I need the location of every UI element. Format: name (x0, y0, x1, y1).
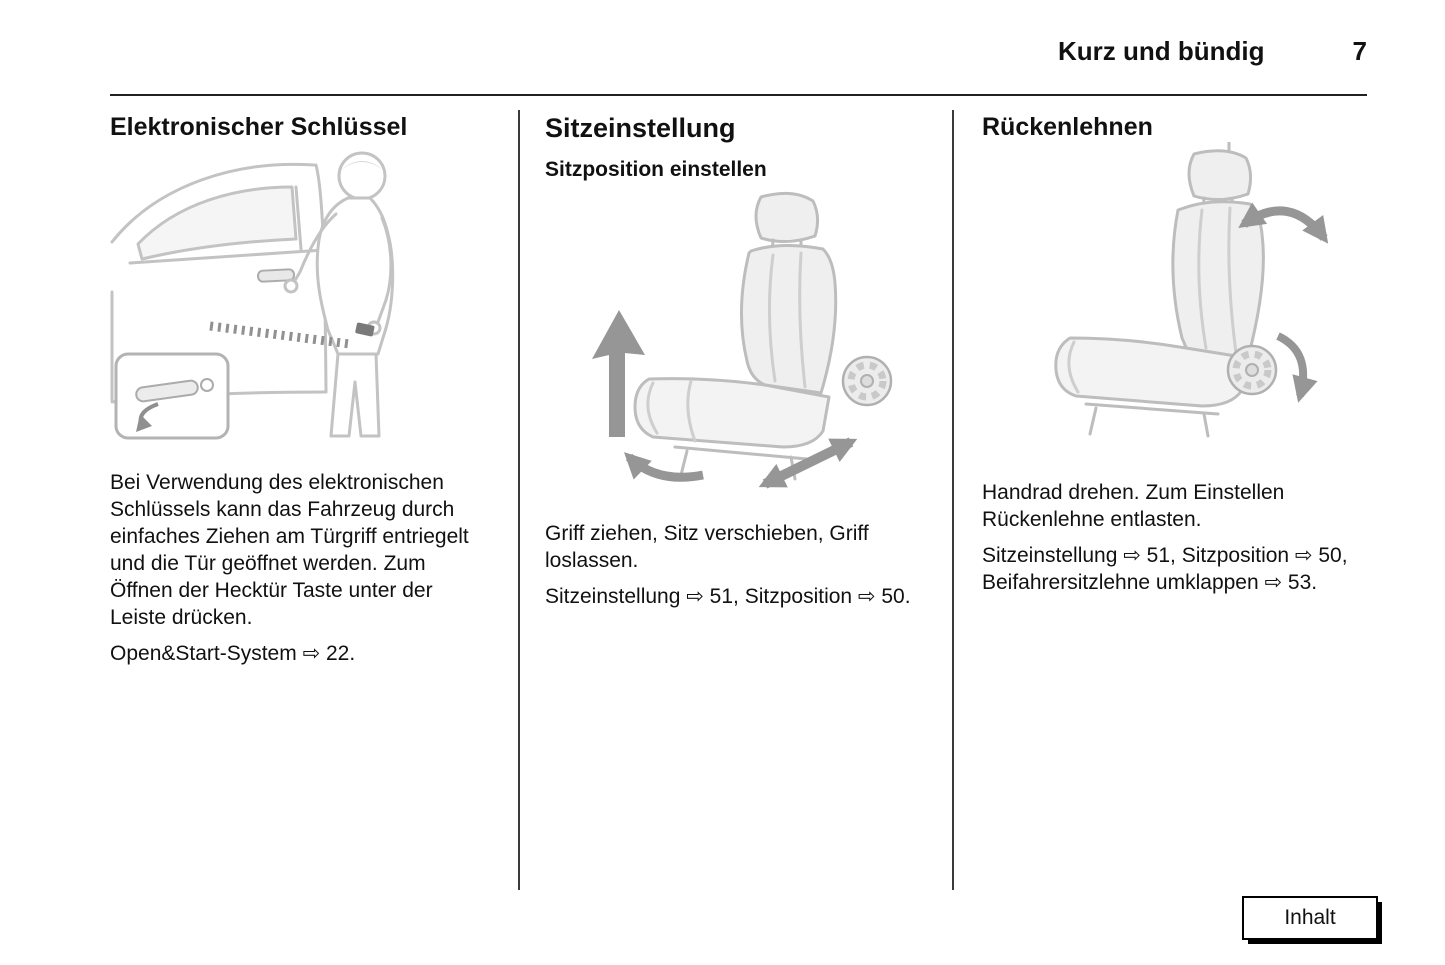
seat-adjust-drawing (592, 191, 893, 489)
car-door-handle (257, 268, 296, 283)
up-arrow-icon (592, 310, 645, 437)
seat-position-illustration (545, 183, 927, 498)
backrest-illustration (982, 140, 1364, 457)
inhalt-button[interactable]: Inhalt (1242, 896, 1378, 940)
height-handwheel (841, 355, 893, 407)
section-heading: Sitzeinstellung (545, 113, 736, 143)
handle-detail (135, 379, 199, 403)
section-heading: Rückenlehnen (982, 113, 1153, 141)
backrest-tilt-arrow-icon (1238, 202, 1329, 244)
subsection-heading: Sitzposition einstellen (545, 158, 767, 181)
column-backrest: Rückenlehnen (982, 112, 1364, 596)
body-paragraph: Griff ziehen, Sitz verschieben, Griff lo… (545, 522, 869, 572)
header-rule (110, 94, 1367, 96)
seat-outline (633, 191, 838, 481)
column-seat-adjustment: Sitzeinstellung Sitzposition einstellen (545, 112, 927, 610)
backrest (739, 243, 838, 395)
adjust-arrows (592, 310, 858, 489)
chapter-title: Kurz und bündig (1058, 36, 1265, 66)
page-header: Kurz und bündig 7 (110, 36, 1367, 67)
key-fob (355, 322, 375, 337)
body-paragraph: Bei Verwendung des elektronischen Schlüs… (110, 471, 469, 629)
car-outline (110, 162, 328, 404)
recline-arrows (1238, 202, 1329, 403)
handwheel-arrow-icon (1276, 332, 1318, 403)
electronic-key-illustration (110, 142, 492, 447)
column-divider (952, 110, 954, 890)
seat-cushion (1054, 336, 1250, 408)
seat-outline (1054, 140, 1265, 438)
backrest-drawing (1054, 140, 1329, 438)
door-handle-inset (114, 352, 230, 440)
slide-arrow-icon (758, 437, 858, 489)
electronic-key-drawing (110, 151, 395, 440)
recline-handwheel (1226, 344, 1278, 396)
cross-reference: Sitzeinstellung ⇨ 51, Sitzposition ⇨ 50. (545, 585, 911, 608)
body-paragraph: Handrad drehen. Zum Einstellen Rückenleh… (982, 481, 1285, 531)
tilt-arrow-icon (623, 452, 704, 482)
headrest (754, 191, 820, 243)
cross-reference: Sitzeinstellung ⇨ 51, Sitzposition ⇨ 50,… (982, 544, 1348, 594)
page-number: 7 (1352, 36, 1367, 66)
column-divider (518, 110, 520, 890)
column-electronic-key: Elektronischer Schlüssel (110, 112, 492, 667)
cross-reference: Open&Start-System ⇨ 22. (110, 642, 356, 665)
headrest (1187, 149, 1253, 201)
section-heading: Elektronischer Schlüssel (110, 113, 408, 141)
